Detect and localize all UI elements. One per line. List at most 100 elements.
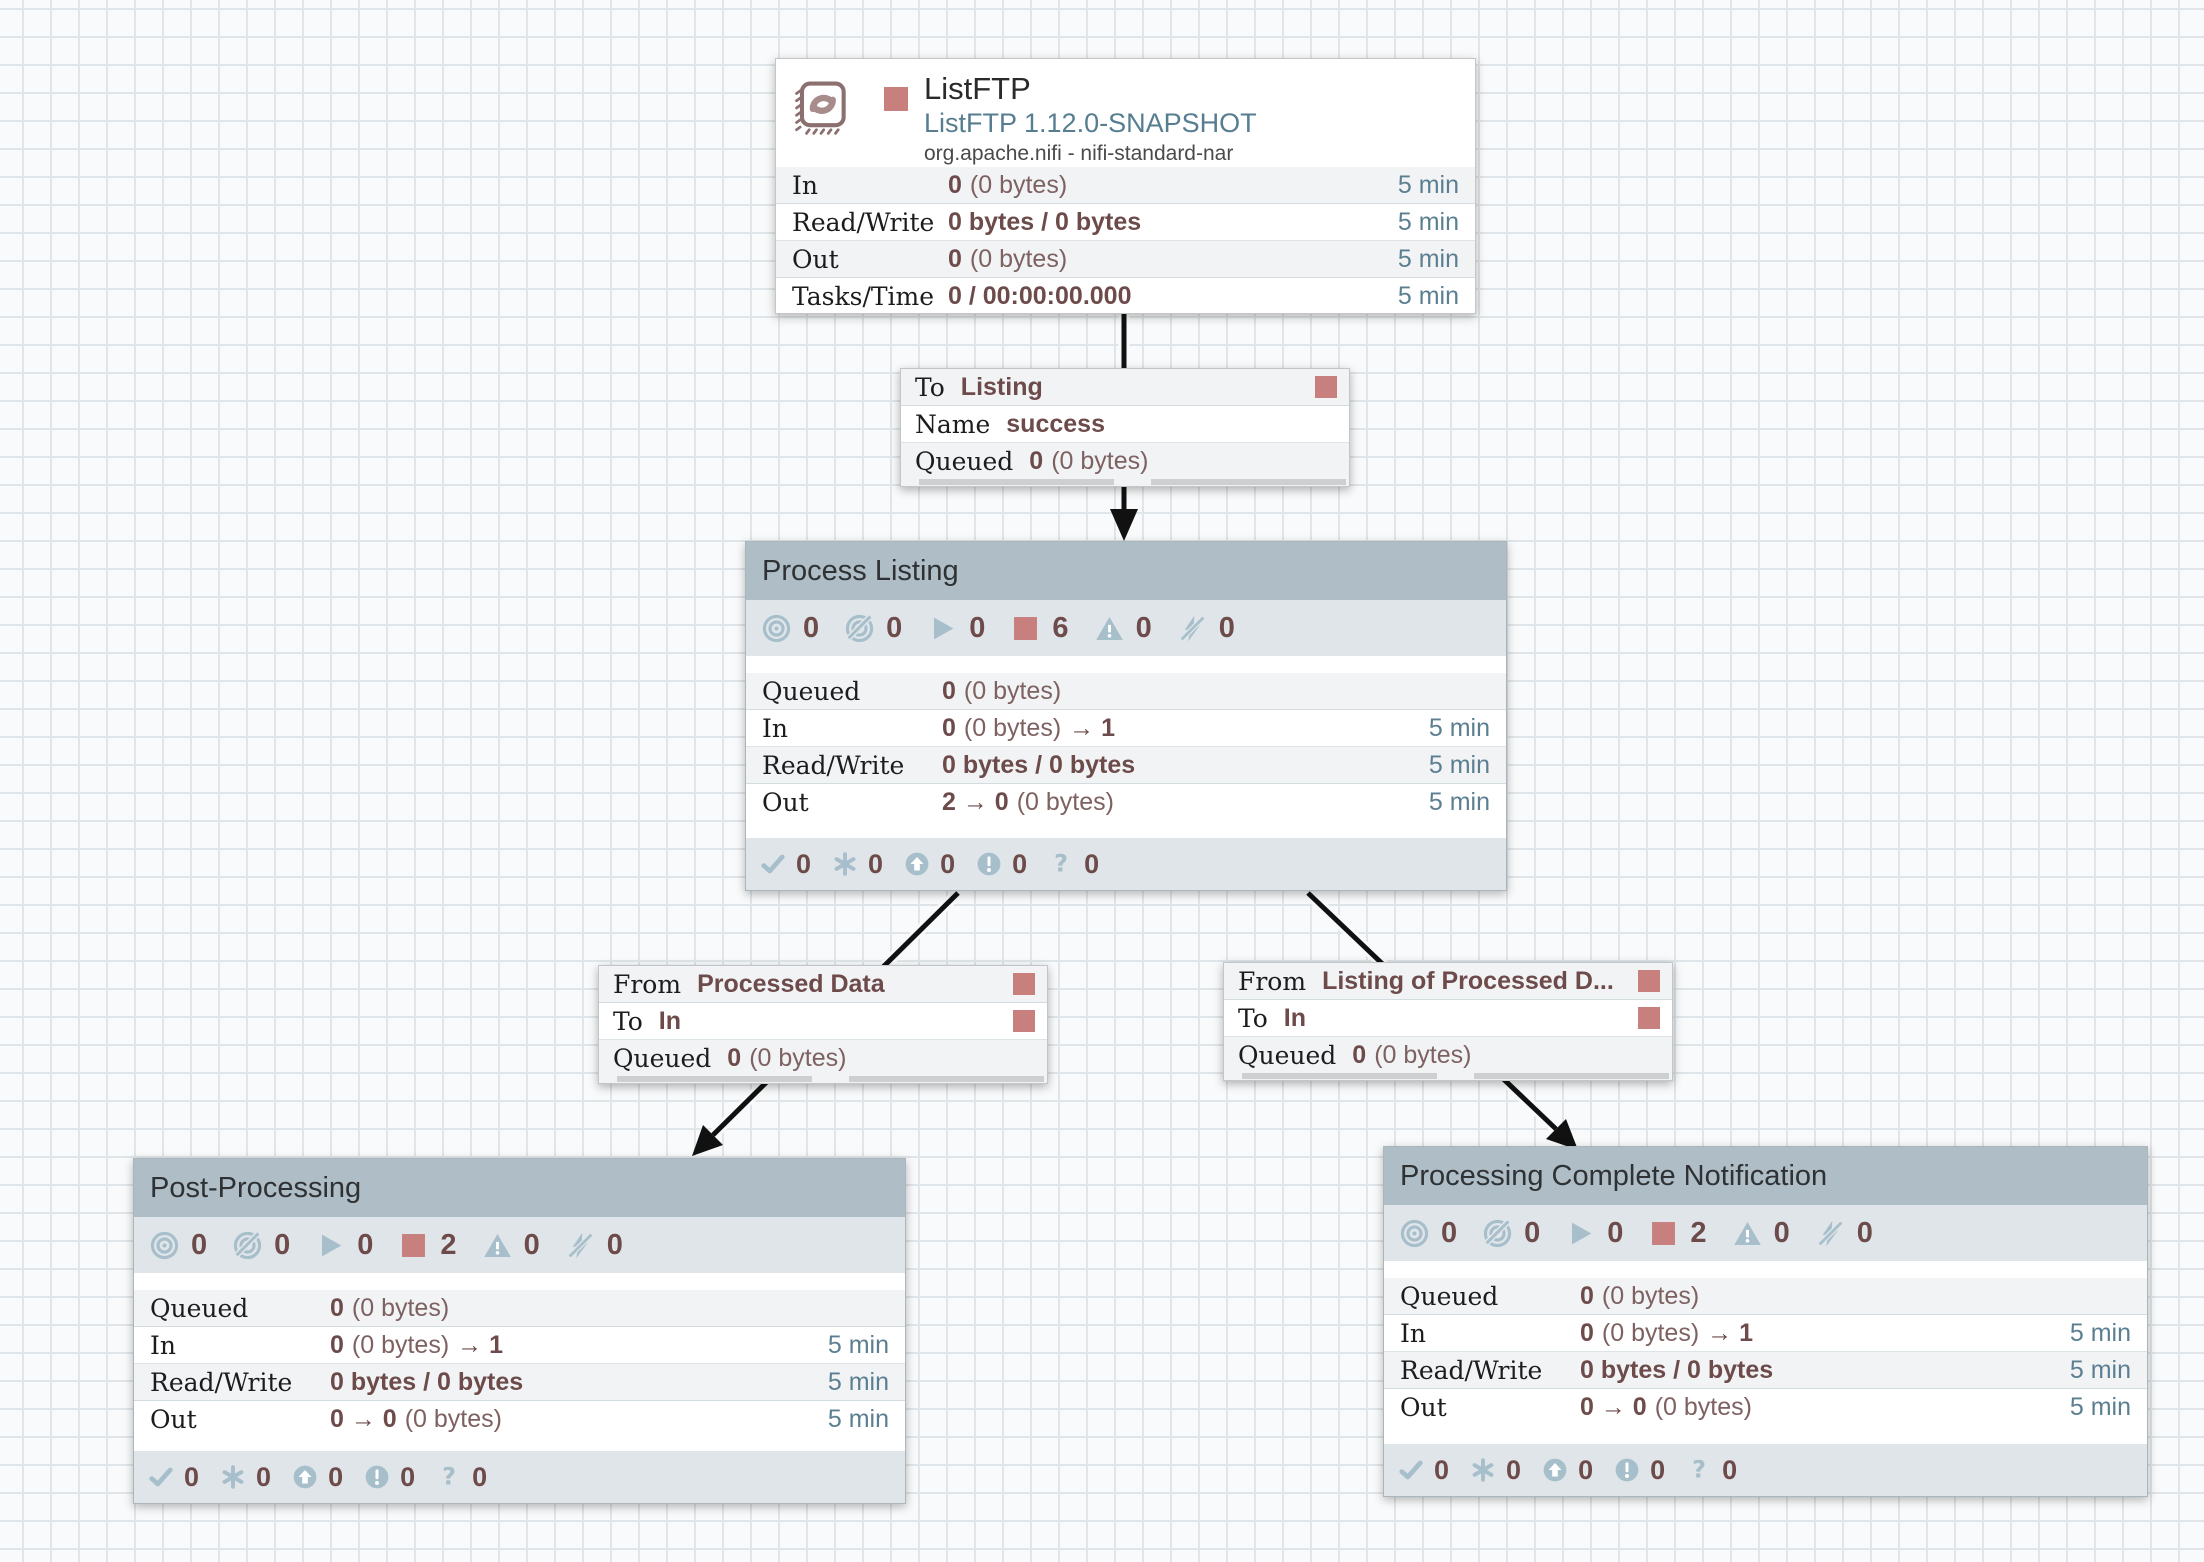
status-count: 0 [606,1228,623,1261]
status-count: 0 [256,1461,272,1492]
status-stale: 0 [292,1462,343,1493]
queued-count: 0 [727,1043,742,1072]
disabled-icon [566,1231,595,1260]
status-count: 0 [1607,1216,1624,1249]
connection-label-listing-of-processed-data[interactable]: From Listing of Processed D... To In Que… [1223,962,1673,1081]
sync-failure-icon: ? [436,1464,462,1490]
status-stale: 0 [1542,1455,1593,1486]
connection-label-processed-data[interactable]: From Processed Data To In Queued 0 (0 by… [598,965,1048,1084]
status-locally-modified-and-stale: 0 [364,1462,415,1493]
stat-value: 0 bytes / 0 bytes [1580,1355,1774,1384]
status-count: 0 [940,848,956,879]
process-group-header[interactable]: Processing Complete Notification [1384,1147,2147,1205]
status-count: 0 [1650,1454,1666,1485]
status-count: 0 [400,1461,416,1492]
connection-queued-row: Queued 0 (0 bytes) [1224,1037,1672,1074]
locally-modified-icon [832,851,858,877]
status-invalid: 0 [1733,1217,1790,1250]
running-icon [1566,1219,1595,1248]
queue-progress [599,1075,1047,1083]
status-count: 0 [1012,848,1028,879]
connection-from-row: From Processed Data [599,966,1047,1003]
stat-value: 0 bytes / 0 bytes [330,1367,524,1396]
stat-label: Read/Write [762,750,905,780]
svg-text:?: ? [1054,851,1068,877]
connection-queued-row: Queued 0 (0 bytes) [599,1040,1047,1077]
status-stopped: 2 [399,1228,457,1262]
queued-size: (0 bytes) [749,1043,847,1072]
process-group-header[interactable]: Post-Processing [134,1159,905,1217]
status-invalid: 0 [1095,612,1152,645]
locally-modified-icon [1470,1457,1496,1483]
spacer [134,1273,905,1290]
invalid-icon [1095,614,1124,643]
queued-count: 0 [1352,1040,1367,1069]
processor-name: ListFTP [924,71,1031,106]
stat-value: 0 bytes / 0 bytes [942,750,1136,779]
to-value: In [658,1006,682,1035]
name-label: Name [915,409,991,439]
process-group-header[interactable]: Process Listing [746,542,1506,600]
status-up-to-date: 0 [1398,1455,1449,1486]
stat-time-window: 5 min [1397,244,1459,273]
connection-name-row: Name success [901,406,1349,443]
not-transmitting-icon [1483,1218,1512,1248]
stat-label: Out [762,788,809,817]
not-transmitting-icon [233,1230,262,1260]
queued-count: 0 [1029,446,1044,475]
status-up-to-date: 0 [760,849,811,880]
stopped-indicator-icon [1315,376,1337,398]
from-label: From [613,969,682,999]
status-count: 2 [440,1228,457,1261]
spacer [746,656,1506,673]
status-disabled: 0 [1178,612,1235,645]
stat-value: 0(0 bytes)→ 1 [330,1330,504,1359]
stat-value: 0 → 0(0 bytes) [330,1405,502,1433]
queued-label: Queued [613,1043,712,1073]
stale-icon [904,851,930,877]
stale-icon [292,1464,318,1490]
status-locally-modified: 0 [1470,1455,1521,1486]
stopped-state-icon [884,87,908,111]
status-count: 0 [1722,1454,1738,1485]
status-count: 0 [1856,1216,1873,1249]
status-count: 0 [803,611,820,644]
connection-label-success[interactable]: To Listing Name success Queued 0 (0 byte… [900,368,1350,487]
status-count: 0 [1441,1216,1458,1249]
stat-label: In [1400,1318,1426,1348]
up-to-date-icon [148,1464,174,1490]
stopped-indicator-icon [1013,1010,1035,1032]
processor-listftp[interactable]: ListFTP ListFTP 1.12.0-SNAPSHOT org.apac… [775,58,1476,314]
status-count: 0 [1135,611,1152,644]
status-disabled: 0 [1816,1217,1873,1250]
running-icon [316,1231,345,1260]
status-locally-modified: 0 [220,1462,271,1493]
status-not-transmitting: 0 [233,1229,290,1262]
status-sync-failure: ?0 [1048,849,1099,880]
from-value: Listing of Processed D... [1322,966,1614,995]
queued-size: (0 bytes) [1374,1040,1472,1069]
processor-bundle: org.apache.nifi - nifi-standard-nar [924,142,1234,165]
status-invalid: 0 [483,1229,540,1262]
status-count: 0 [1506,1454,1522,1485]
status-transmitting: 0 [1400,1217,1457,1250]
svg-text:?: ? [1692,1457,1706,1483]
process-group-title: Process Listing [762,554,959,587]
queue-progress [901,478,1349,486]
status-count: 0 [1773,1216,1790,1249]
status-count: 0 [357,1228,374,1261]
status-running: 0 [928,612,985,645]
